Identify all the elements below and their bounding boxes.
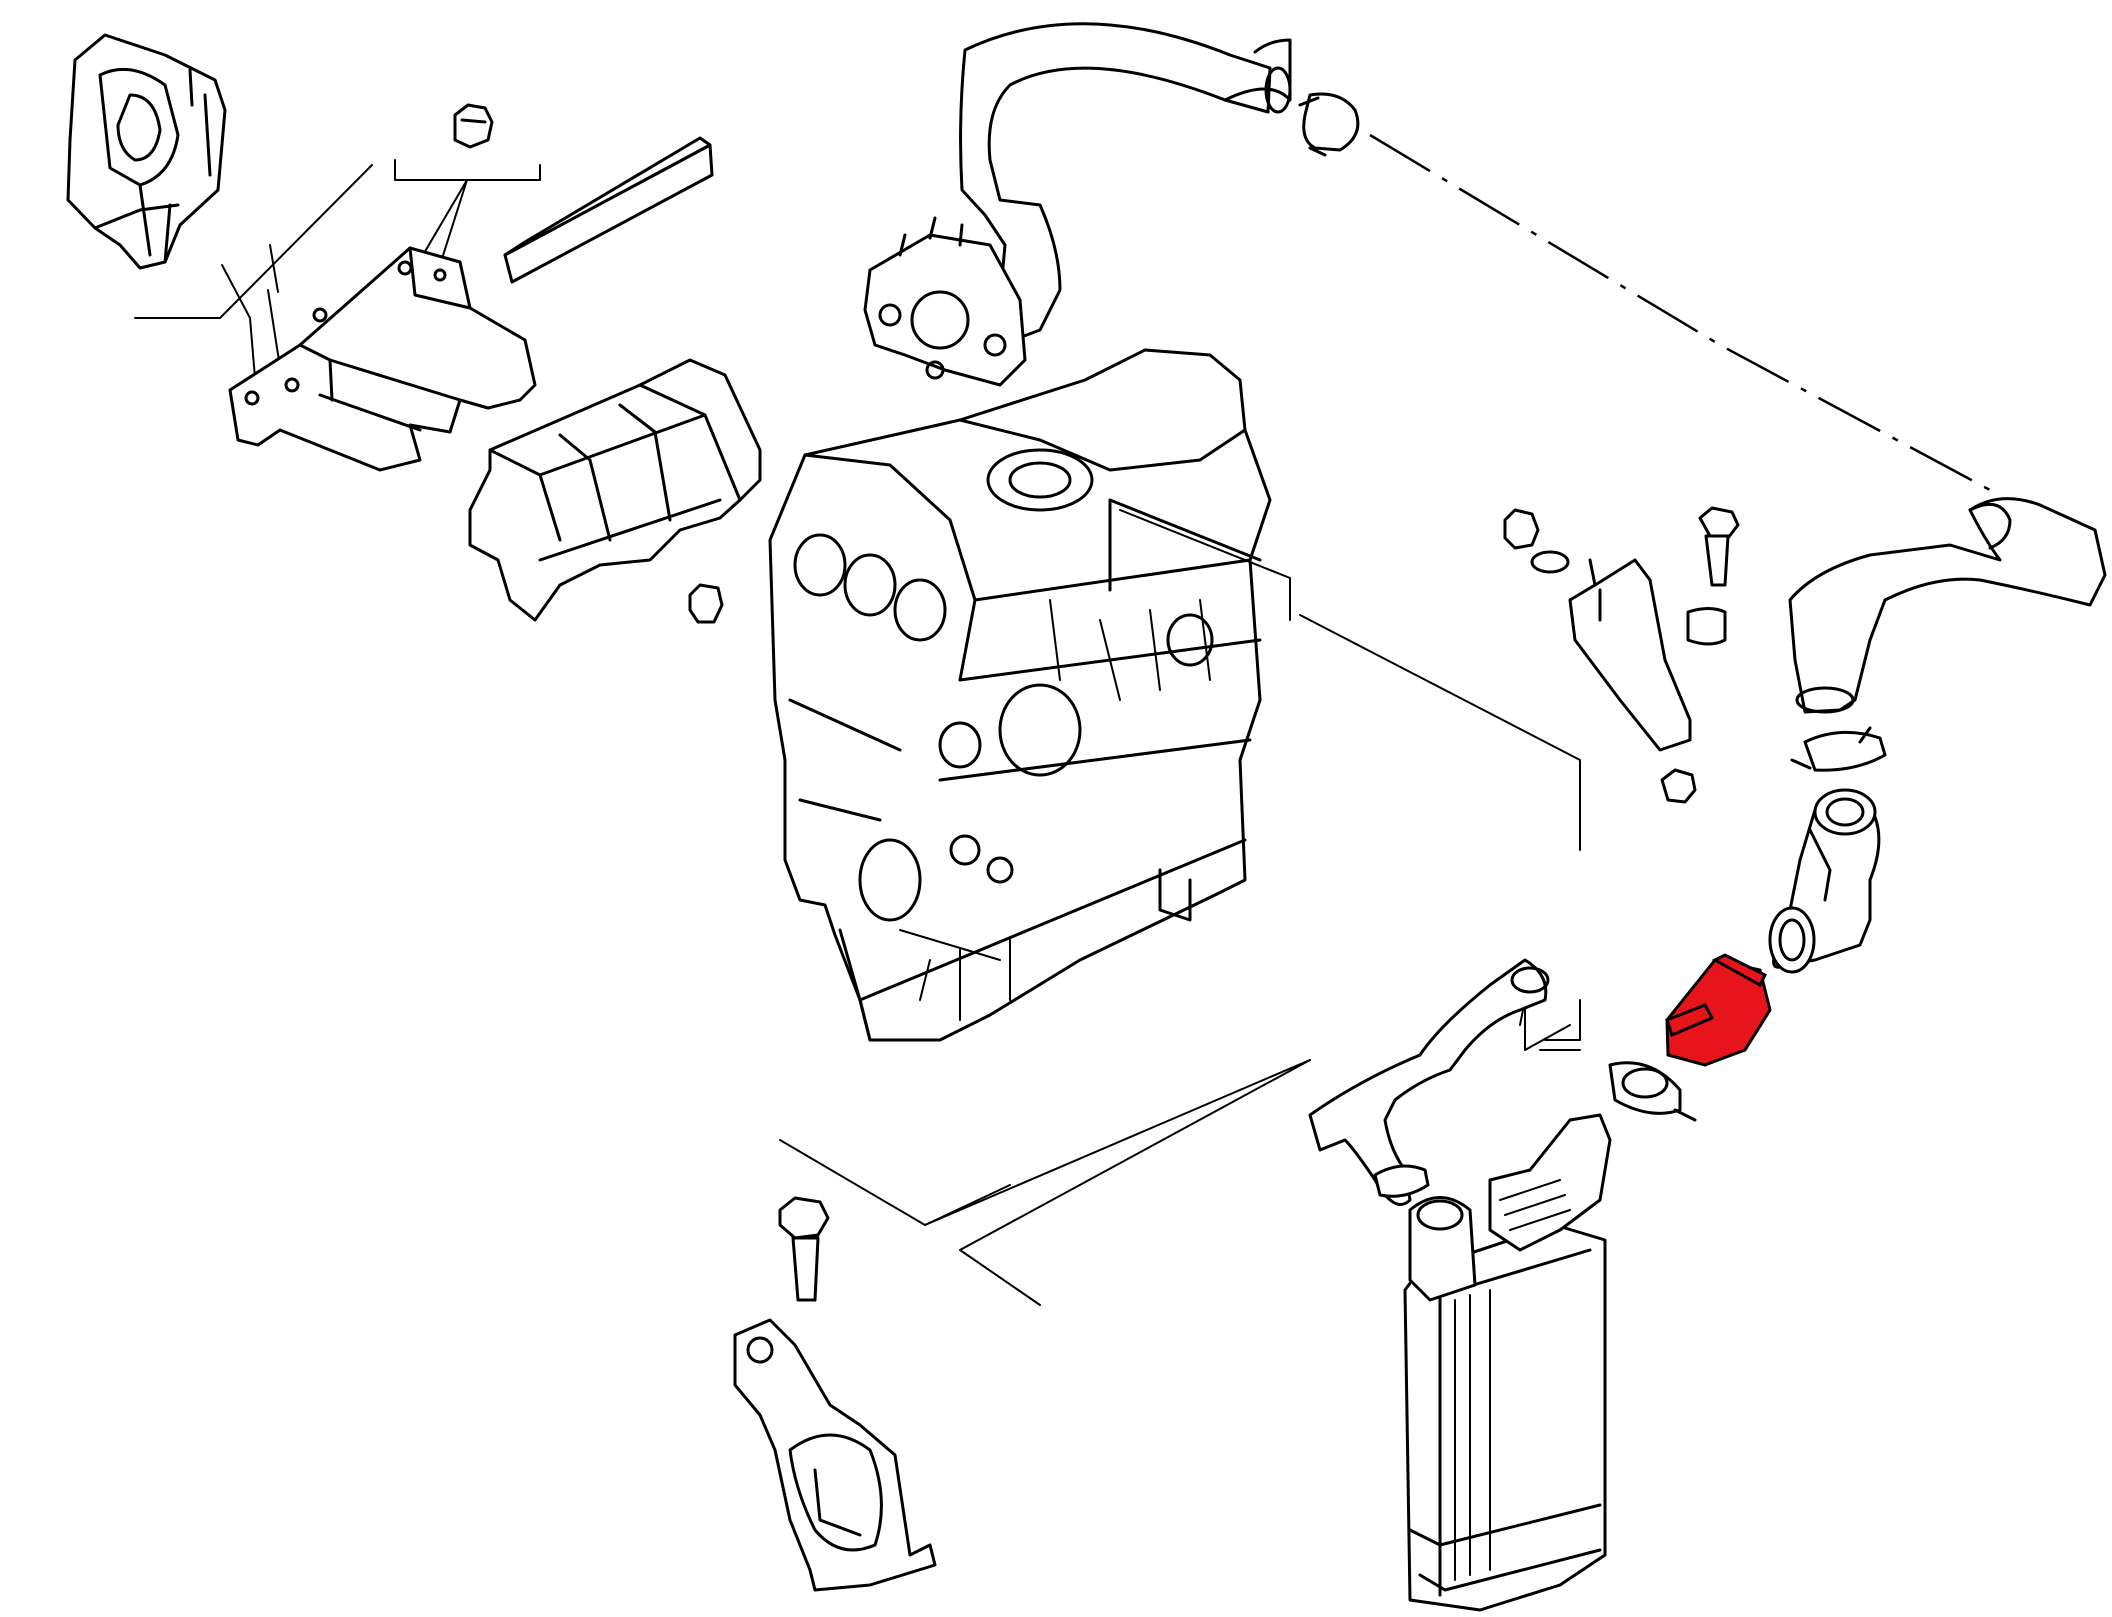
- nut-top[interactable]: [453, 103, 494, 149]
- lower-intercooler-hose[interactable]: [1308, 958, 1550, 1206]
- nut-small-left[interactable]: [688, 583, 724, 624]
- turbocharger[interactable]: [863, 216, 1027, 387]
- turbocharger-upper-pipe[interactable]: [959, 22, 1360, 347]
- spacer-sleeve[interactable]: [1686, 607, 1727, 646]
- intercooler[interactable]: [1403, 1113, 1612, 1612]
- hose-clamp-upper-right[interactable]: [1790, 726, 1887, 772]
- washer-right[interactable]: [1530, 550, 1570, 574]
- bolt-bottom-left[interactable]: [778, 1196, 830, 1302]
- nut-right-top[interactable]: [1503, 508, 1540, 550]
- upper-intercooler-hose[interactable]: [1788, 497, 2107, 714]
- construction-lines: [779, 509, 1581, 1226]
- engine-block[interactable]: [768, 348, 1272, 1042]
- callout-lines-bottom: [924, 1059, 1311, 1306]
- support-bracket-right[interactable]: [1568, 558, 1692, 752]
- engine-mount-bracket[interactable]: [66, 33, 227, 270]
- bolt-right[interactable]: [1698, 506, 1740, 587]
- hose-clamp-small[interactable]: [1373, 1164, 1430, 1198]
- engine-top-cover[interactable]: [468, 358, 762, 622]
- alignment-dash-line: [1369, 133, 1991, 492]
- intercooler-hose-highlighted[interactable]: [1665, 953, 1772, 1067]
- hose-clamp-lower[interactable]: [1608, 1061, 1697, 1122]
- nut-right-bottom[interactable]: [1660, 768, 1697, 804]
- foam-strip[interactable]: [503, 136, 714, 284]
- callout-lines-top-left: [134, 159, 541, 381]
- mounting-bracket-bottom[interactable]: [733, 1318, 937, 1592]
- elbow-pipe-right[interactable]: [1768, 788, 1881, 974]
- heat-shield-plate[interactable]: [228, 246, 537, 472]
